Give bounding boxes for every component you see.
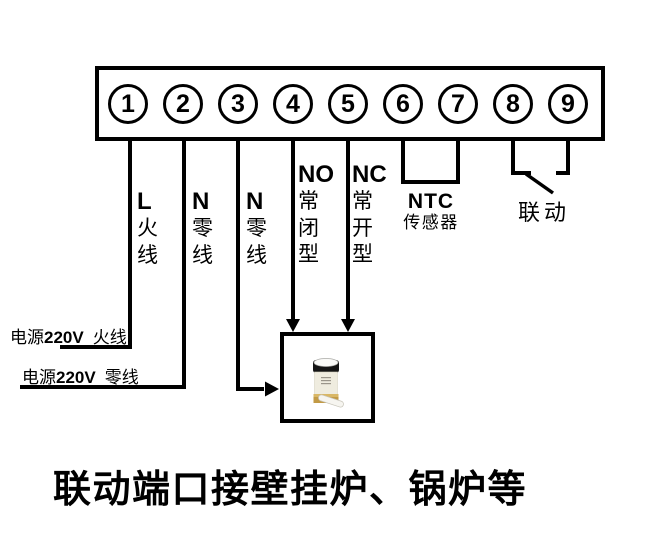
terminal-circle-5: 5 — [328, 84, 368, 124]
label-char: 线 — [192, 242, 213, 267]
power-voltage: 220V — [56, 368, 96, 387]
thermal-actuator-photo — [313, 358, 344, 408]
label-normally-open: NC 常 开 型 — [352, 161, 387, 268]
terminal-number: 2 — [176, 89, 190, 118]
terminal-circle-7: 7 — [438, 84, 478, 124]
terminal-number: 7 — [451, 89, 465, 118]
actuator-text-line — [321, 377, 331, 379]
label-char: 常 — [298, 189, 319, 213]
terminal-number: 9 — [561, 89, 575, 118]
label-letter: N — [192, 188, 210, 215]
label-letter: NC — [352, 161, 387, 188]
linkage-switch-left — [511, 139, 531, 175]
actuator-brass-highlight — [313, 394, 339, 397]
label-char: 线 — [137, 242, 158, 267]
terminal-number: 1 — [121, 89, 135, 118]
ntc-chinese: 传感器 — [403, 213, 459, 232]
label-neutral-wire-1: N 零 线 — [192, 188, 213, 268]
actuator-cable — [318, 394, 344, 408]
ntc-bracket — [401, 139, 460, 184]
wire-neutral-to-actuator — [236, 139, 264, 391]
terminal-circle-3: 3 — [218, 84, 258, 124]
power-prefix: 电源 — [22, 368, 56, 387]
terminal-circle-8: 8 — [493, 84, 533, 124]
label-char: 零 — [246, 216, 267, 240]
power-prefix: 电源 — [10, 328, 44, 347]
label-char: 线 — [246, 242, 267, 267]
linkage-switch-blade — [524, 172, 555, 195]
wire-live — [60, 139, 132, 349]
terminal-number: 4 — [286, 89, 300, 118]
label-linkage: 联动 — [518, 200, 571, 225]
actuator-text-line — [321, 383, 331, 385]
terminal-circle-2: 2 — [163, 84, 203, 124]
terminal-number: 3 — [231, 89, 245, 118]
actuator-text-line — [321, 380, 331, 382]
terminal-number: 8 — [506, 89, 520, 118]
label-char: 常 — [352, 189, 373, 213]
label-char: 型 — [298, 242, 319, 266]
label-char: 开 — [352, 215, 373, 240]
power-suffix: 火线 — [92, 328, 127, 347]
label-power-live: 电源220V 火线 — [10, 323, 127, 348]
terminal-number: 6 — [396, 89, 410, 118]
label-char: 零 — [192, 216, 213, 240]
power-voltage: 220V — [44, 328, 84, 347]
label-char: 闭 — [298, 215, 319, 240]
linkage-switch-right — [556, 139, 570, 175]
terminal-circle-9: 9 — [548, 84, 588, 124]
ntc-abbrev: NTC — [407, 190, 455, 213]
arrow-down-no-icon — [286, 319, 300, 332]
terminal-circle-4: 4 — [273, 84, 313, 124]
label-char: 火 — [137, 216, 158, 240]
terminal-circle-1: 1 — [108, 84, 148, 124]
label-letter: NO — [298, 161, 334, 188]
wire-neutral — [20, 139, 186, 389]
caption-linkage-port: 联动端口接壁挂炉、锅炉等 — [53, 469, 528, 511]
label-letter: L — [137, 188, 152, 215]
label-live-wire: L 火 线 — [137, 188, 158, 268]
label-normally-closed: NO 常 闭 型 — [298, 161, 334, 268]
label-power-neutral: 电源220V 零线 — [22, 363, 139, 388]
label-neutral-wire-2: N 零 线 — [246, 188, 267, 268]
label-char: 型 — [352, 242, 373, 266]
terminal-circle-6: 6 — [383, 84, 423, 124]
terminal-number: 5 — [341, 89, 355, 118]
arrow-right-icon — [265, 381, 279, 397]
arrow-down-nc-icon — [341, 319, 355, 332]
actuator-top-disc — [313, 358, 339, 367]
label-ntc-sensor: NTC 传感器 — [393, 191, 469, 233]
label-letter: N — [246, 188, 264, 215]
power-suffix: 零线 — [104, 368, 139, 387]
